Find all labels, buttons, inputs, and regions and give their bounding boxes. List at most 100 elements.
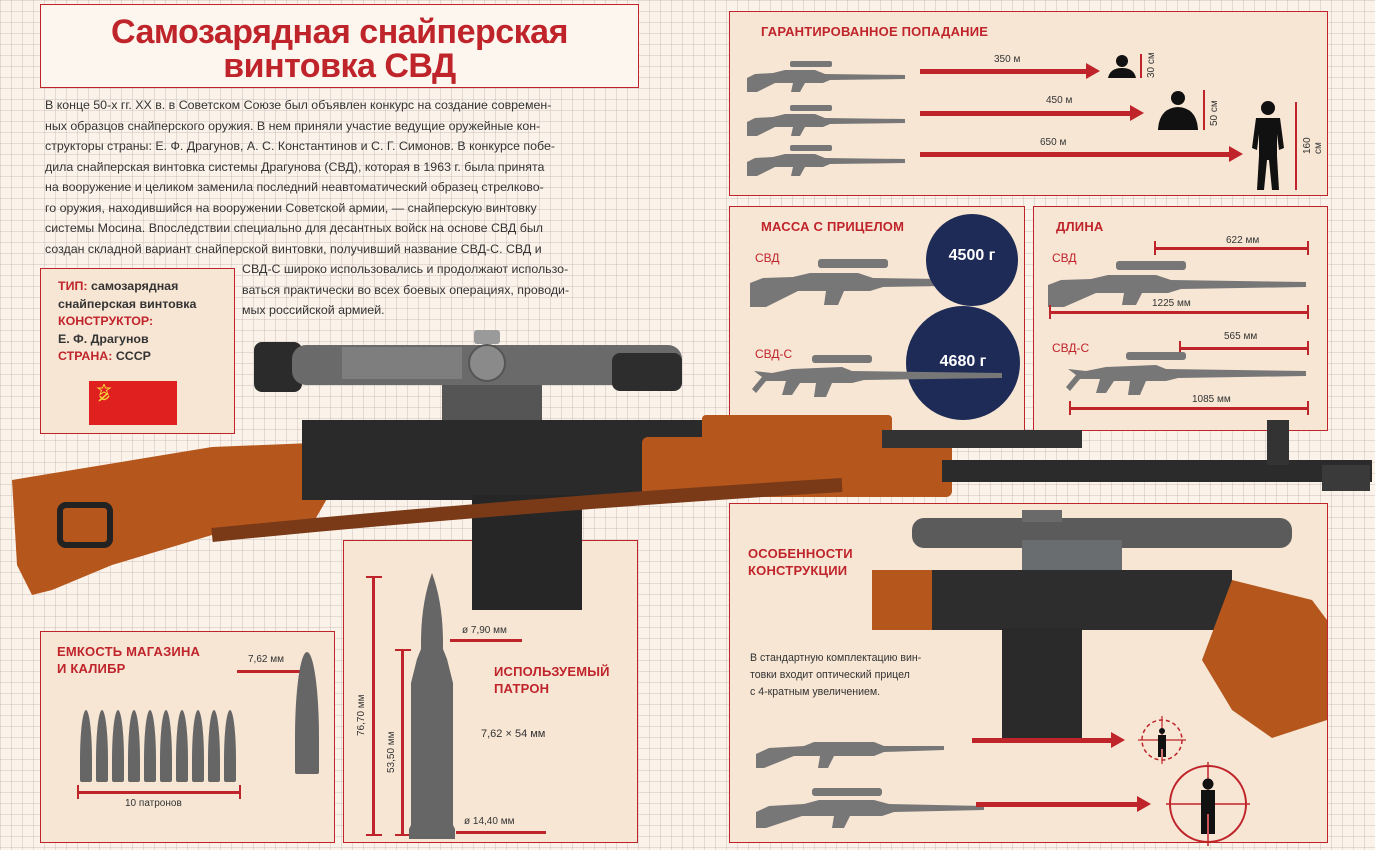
magazine-title-line1: ЕМКОСТЬ МАГАЗИНА xyxy=(57,644,201,659)
range-450-label: 450 м xyxy=(1046,95,1073,106)
cartridge-title-line2: ПАТРОН xyxy=(494,681,550,696)
designer-value: Е. Ф. Драгунов xyxy=(58,331,149,346)
cartridge-icon xyxy=(224,710,236,782)
hit-panel: ГАРАНТИРОВАННОЕ ПОПАДАНИЕ 350 м 30 см 45… xyxy=(729,11,1328,196)
country-label: СТРАНА: xyxy=(58,349,113,363)
cartridge-count-label: 10 патронов xyxy=(125,798,182,809)
mass-svd-badge xyxy=(926,214,1018,306)
mass-svds-value: 4680 г xyxy=(939,353,987,370)
range-arrow-350 xyxy=(920,63,1100,79)
intro-line: го оружия, находившийся на вооружении Со… xyxy=(45,200,537,215)
length-svds-label: СВД-С xyxy=(1052,341,1090,355)
intro-line: на вооружение и целиком заменила последн… xyxy=(45,180,544,194)
hit-title: ГАРАНТИРОВАННОЕ ПОПАДАНИЕ xyxy=(761,24,989,39)
cartridge-drawing xyxy=(409,573,455,839)
mass-svd-label: СВД xyxy=(755,251,780,265)
soldier-target-icon xyxy=(1252,101,1284,190)
tick xyxy=(395,834,411,836)
intro-line: создан складной вариант снайперской винт… xyxy=(45,241,542,256)
svd-barrel-label: 622 мм xyxy=(1226,235,1260,246)
bullet-diameter-line xyxy=(450,639,522,642)
svds-total-label: 1085 мм xyxy=(1192,394,1231,405)
tick xyxy=(239,785,241,799)
svd-total-line xyxy=(1049,311,1309,314)
cartridge-designation: 7,62 × 54 мм xyxy=(481,728,546,740)
crosshair-small-icon xyxy=(1138,716,1186,764)
cartridge-icon xyxy=(96,710,108,782)
magazine-title-line2: И КАЛИБР xyxy=(57,661,126,676)
cartridge-title-line1: ИСПОЛЬЗУЕМЫЙ xyxy=(494,664,610,679)
svd-total-label: 1225 мм xyxy=(1152,298,1191,309)
svds-total-line xyxy=(1069,407,1309,410)
svds-silhouette xyxy=(1066,352,1306,395)
total-length-label: 76,70 мм xyxy=(356,694,367,736)
intro-line: мых российской армией. xyxy=(242,303,385,317)
length-panel: ДЛИНА СВД 622 мм 1225 мм СВД-С 565 мм 10… xyxy=(1033,206,1328,431)
features-line: В стандартную комплектацию вин- xyxy=(750,652,922,664)
target-50-label: 50 см xyxy=(1209,100,1220,126)
svds-barrel-line xyxy=(1179,347,1309,350)
cartridge-icon xyxy=(112,710,124,782)
svd-silhouette xyxy=(747,145,905,176)
svds-barrel-label: 565 мм xyxy=(1224,331,1258,342)
cartridge-icon xyxy=(80,710,92,782)
caliber-line xyxy=(237,670,305,673)
intro-line: ных образцов снайперского оружия. В нем … xyxy=(45,118,541,133)
intro-text: В конце 50-х гг. XX в. в Советском Союзе… xyxy=(45,95,637,321)
receiver-closeup xyxy=(872,510,1327,738)
cartridge-icon xyxy=(144,710,156,782)
features-title-line1: ОСОБЕННОСТИ xyxy=(748,546,853,561)
intro-line: структоры страны: Е. Ф. Драгунов, А. С. … xyxy=(45,139,555,153)
features-panel: ОСОБЕННОСТИ КОНСТРУКЦИИ В стандартную ко… xyxy=(729,503,1328,846)
total-length-line xyxy=(372,576,375,836)
cartridge-icon xyxy=(192,710,204,782)
case-length-line xyxy=(401,649,404,836)
torso-target-icon xyxy=(1158,91,1198,130)
range-350-label: 350 м xyxy=(994,54,1021,65)
height-bar-30 xyxy=(1140,54,1142,78)
features-line: товки входит оптический прицел xyxy=(750,669,910,681)
tick xyxy=(77,785,79,799)
main-rifle-photo xyxy=(12,330,1372,610)
tick xyxy=(1307,305,1309,319)
tick xyxy=(1307,401,1309,415)
scope-arrow xyxy=(976,796,1151,812)
page-title-line2: винтовка СВД xyxy=(223,47,456,85)
caliber-label: 7,62 мм xyxy=(248,654,284,665)
tick xyxy=(1069,401,1071,415)
base-diameter-label: ø 14,40 мм xyxy=(464,816,515,827)
tick xyxy=(1307,341,1309,355)
tick xyxy=(395,649,411,651)
base-diameter-line xyxy=(456,831,546,834)
title-box: Самозарядная снайперская винтовка СВД xyxy=(40,4,639,88)
mass-title: МАССА С ПРИЦЕЛОМ xyxy=(761,219,905,234)
case-length-label: 53,50 мм xyxy=(386,731,397,773)
ussr-flag xyxy=(89,381,177,425)
height-bar-50 xyxy=(1203,90,1205,130)
cartridge-icon xyxy=(176,710,188,782)
rifle-no-scope-silhouette xyxy=(756,742,944,768)
intro-line: системы Мосина. Впоследствии специально … xyxy=(45,221,543,235)
cartridge-icon xyxy=(128,710,140,782)
tick xyxy=(366,576,382,578)
type-value: самозарядная снайперская винтовка xyxy=(58,279,197,311)
range-arrow-450 xyxy=(920,105,1144,121)
tick xyxy=(1154,241,1156,255)
intro-line: ваться практически во всех боевых операц… xyxy=(242,282,570,297)
svd-silhouette xyxy=(1048,261,1306,307)
type-label: ТИП: xyxy=(58,279,88,293)
country-value: СССР xyxy=(115,349,151,363)
page-title-line1: Самозарядная снайперская xyxy=(111,13,568,51)
mass-svds-badge xyxy=(906,306,1020,420)
bullet-diameter-label: ø 7,90 мм xyxy=(462,625,507,636)
magazine-panel: ЕМКОСТЬ МАГАЗИНА И КАЛИБР 7,62 мм 10 пат… xyxy=(40,631,335,843)
target-160-label: 160 см xyxy=(1302,137,1324,154)
mass-svds-label: СВД-С xyxy=(755,347,793,361)
svd-silhouette xyxy=(747,61,905,92)
tick xyxy=(366,834,382,836)
no-scope-arrow xyxy=(972,732,1125,748)
single-cartridge-icon xyxy=(295,652,319,774)
target-30-label: 30 см xyxy=(1146,52,1157,78)
range-arrow-650 xyxy=(920,146,1243,162)
features-title-line2: КОНСТРУКЦИИ xyxy=(748,563,848,578)
